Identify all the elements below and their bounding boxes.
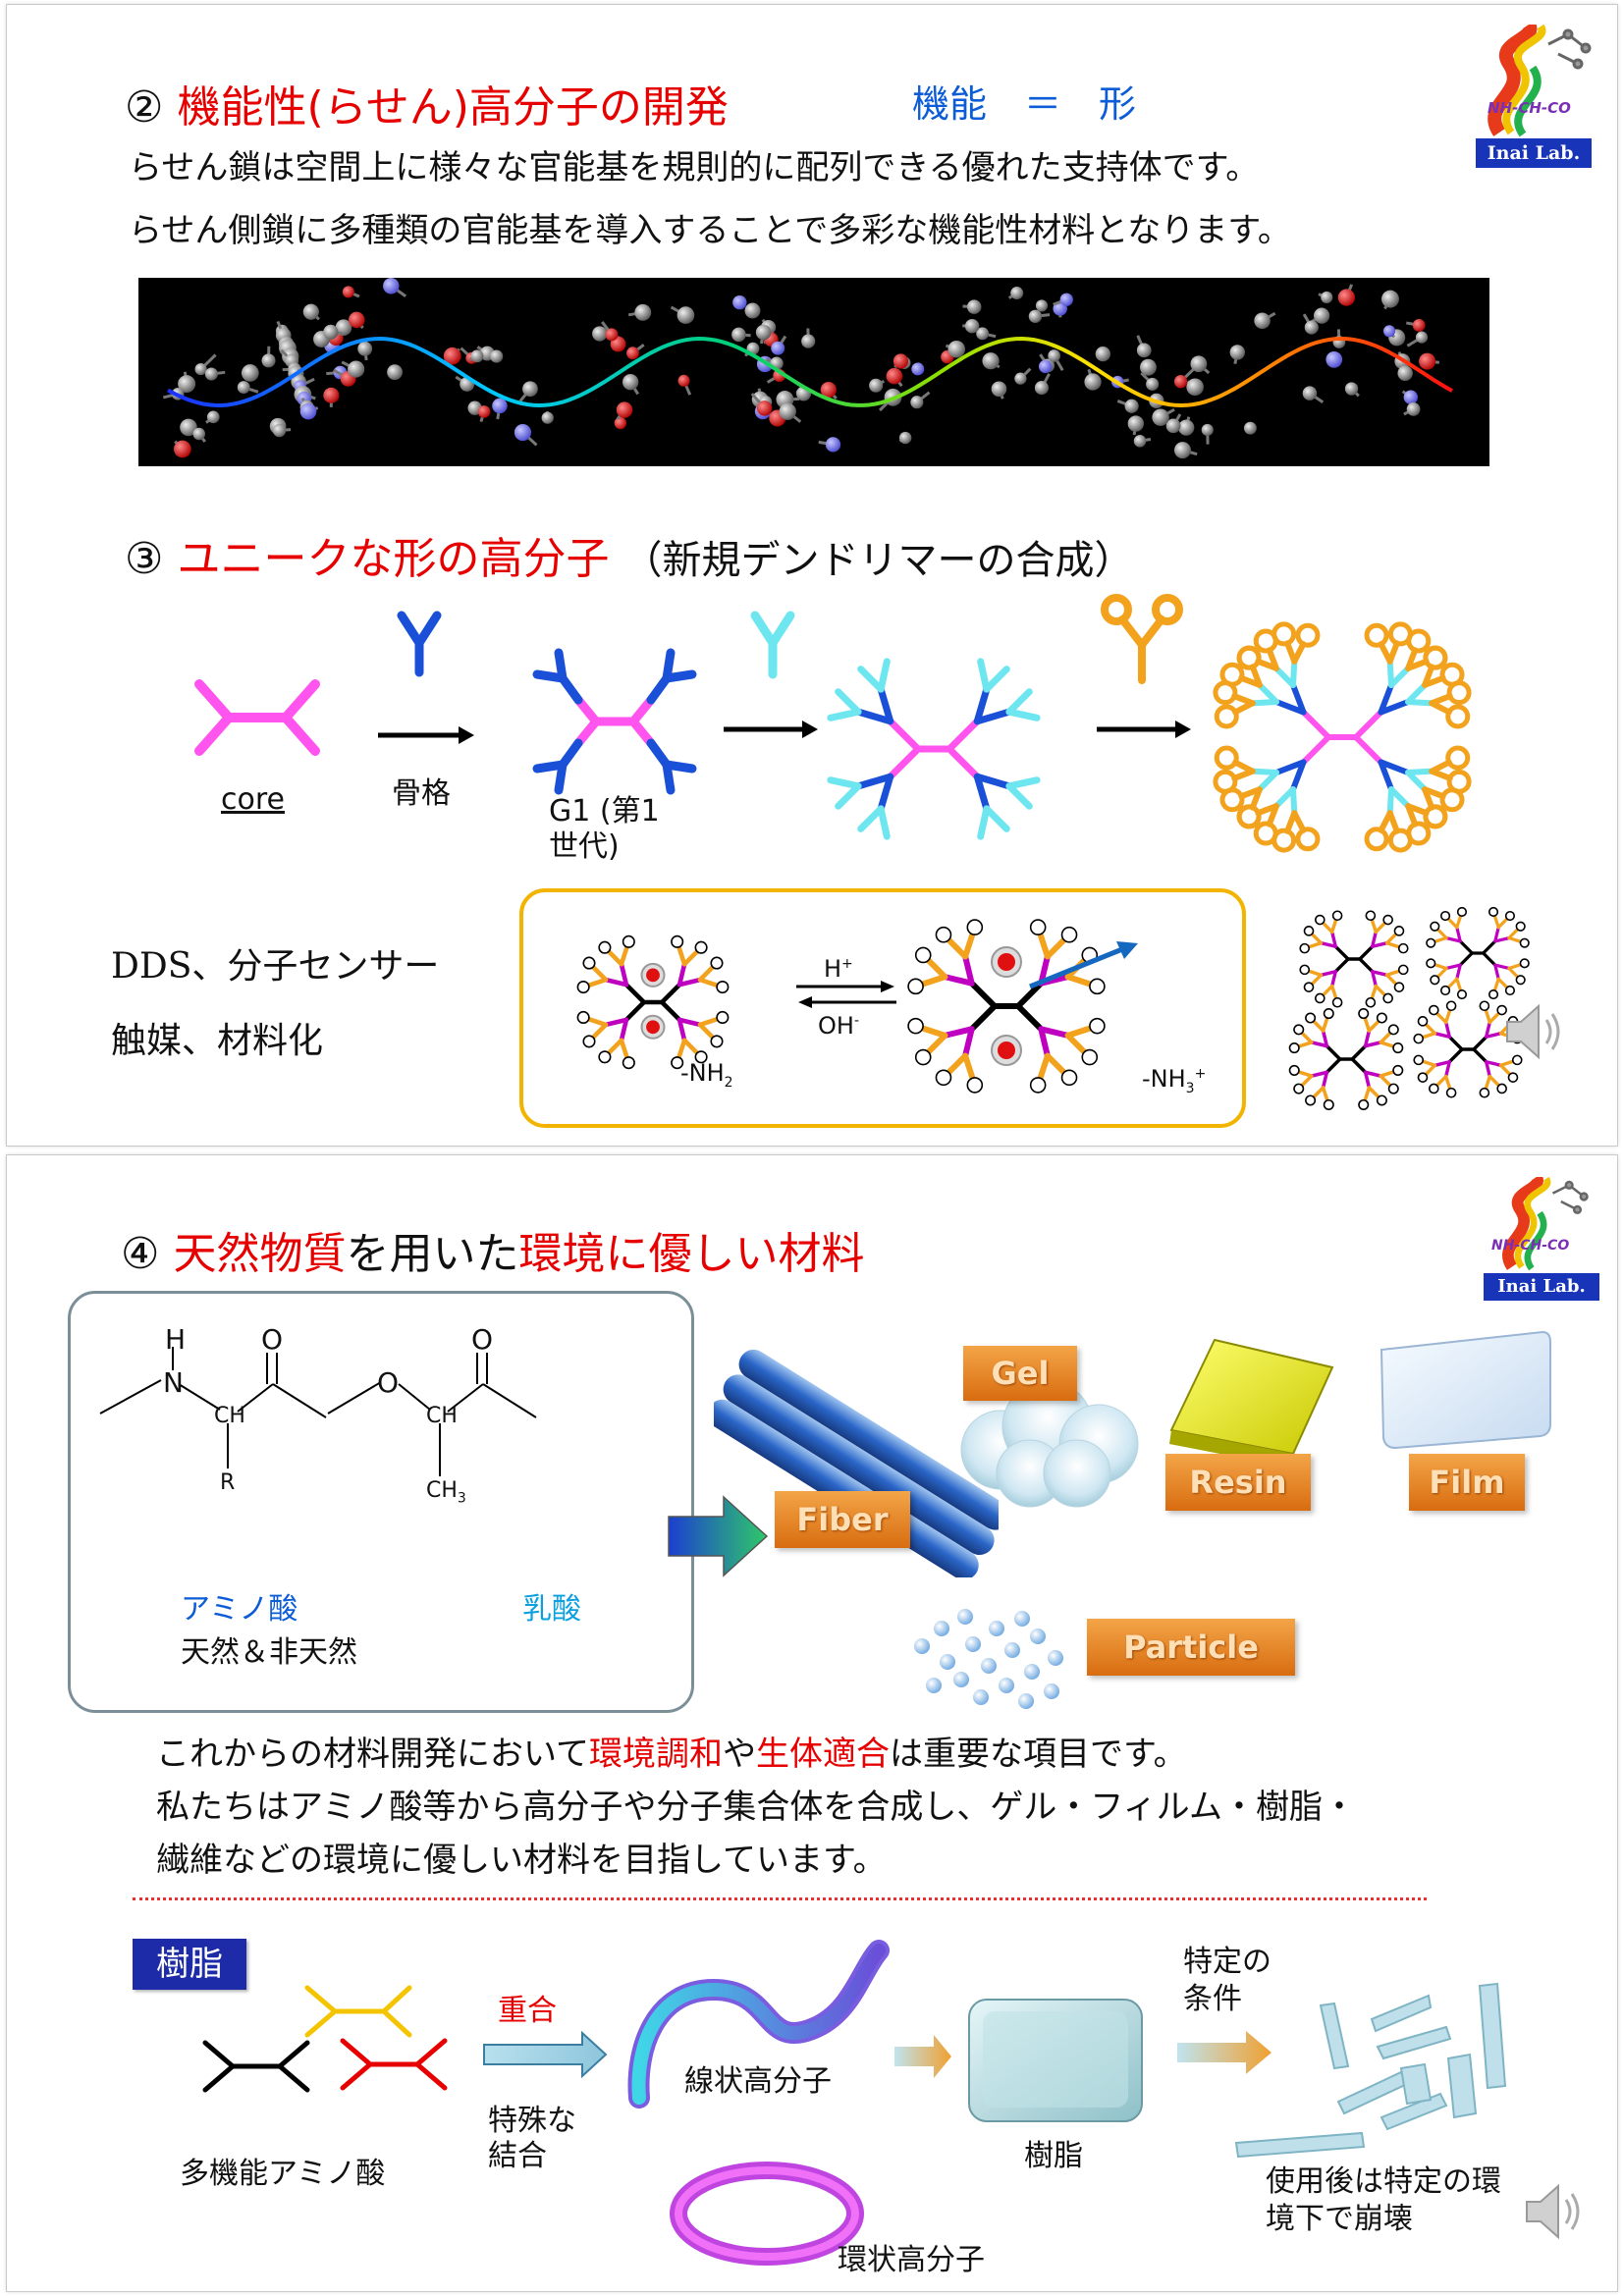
atom-o-carbonyl-1: O — [261, 1323, 284, 1356]
label-lactic-acid: 乳酸 — [522, 1592, 581, 1627]
slide-eco-materials: NH-CH-CO Inai Lab. ④ 天然物質を用いた環境に優しい材料 — [6, 1154, 1618, 2292]
inai-lab-logo-2: NH-CH-CO Inai Lab. — [1478, 1173, 1603, 1305]
gradient-arrow-icon — [668, 1495, 769, 1577]
atom-r: R — [220, 1470, 236, 1495]
section4-title-part1: 天然物質 — [173, 1229, 347, 1279]
monomer-structures-box: H N O CH R O O CH CH3 アミノ酸 天然＆非天然 乳酸 — [68, 1291, 694, 1713]
section4-number: ④ — [121, 1229, 160, 1279]
polymerize-arrow-icon — [483, 2030, 608, 2079]
dotted-divider — [133, 1897, 1427, 1900]
helix-molecule-icon — [162, 278, 1453, 459]
label-after-use-1: 使用後は特定の環 — [1266, 2164, 1501, 2199]
applications-line1: DDS、分子センサー — [111, 946, 440, 987]
logo-text: NH-CH-CO — [1488, 99, 1571, 117]
reaction-arrows — [378, 721, 1191, 744]
label-special-bond-1: 特殊な — [488, 2104, 576, 2138]
label-core: core — [221, 782, 285, 817]
atom-ch-2: CH — [426, 1404, 458, 1428]
label-h-plus: H+ — [824, 955, 853, 983]
fiber-rods-icon — [714, 1349, 999, 1577]
section3-heading: ③ ユニークな形の高分子 （新規デンドリマーの合成） — [125, 523, 1133, 586]
label-skeleton: 骨格 — [392, 776, 451, 811]
label-after-use-2: 境下で崩壊 — [1266, 2202, 1413, 2236]
section2-tagline: 機能 ＝ 形 — [912, 82, 1137, 126]
film-sheet-icon — [1380, 1330, 1551, 1450]
resin-section-badge: 樹脂 — [133, 1939, 246, 1990]
dds-mechanism-box: H+ OH- -NH2 -NH3+ — [519, 888, 1246, 1128]
g1-dendrimer-icon — [532, 648, 697, 795]
label-special-bond-2: 結合 — [488, 2139, 547, 2173]
label-linear-polymer: 線状高分子 — [684, 2064, 832, 2099]
arrow-to-degraded-icon — [1177, 2031, 1271, 2074]
section2-line1: らせん鎖は空間上に様々な官能基を規則的に配列できる優れた支持体です。 — [129, 148, 1260, 187]
section4-title-part2: を用いた — [346, 1229, 519, 1279]
tag-gel: Gel — [963, 1346, 1077, 1401]
section3-number: ③ — [125, 534, 164, 584]
gel-cloud-icon — [960, 1380, 1139, 1508]
tag-fiber: Fiber — [775, 1491, 910, 1548]
atom-ch-1: CH — [214, 1404, 245, 1428]
particles-icon — [914, 1609, 1063, 1709]
section3-title: ユニークな形の高分子 — [177, 534, 610, 584]
slide-functional-polymers: NH-CH-CO Inai Lab. ② 機能性(らせん)高分子の開発 機能 ＝… — [6, 4, 1618, 1147]
section2-line2: らせん側鎖に多種類の官能基を導入することで多彩な機能性材料となります。 — [129, 211, 1291, 250]
helix-logo-icon — [1502, 1173, 1589, 1271]
label-cyclic-polymer: 環状高分子 — [838, 2243, 985, 2277]
section4-heading: ④ 天然物質を用いた環境に優しい材料 — [121, 1218, 864, 1281]
label-oh-minus: OH- — [818, 1012, 859, 1040]
speaker-icon[interactable] — [1499, 996, 1570, 1067]
label-polymerize: 重合 — [498, 1994, 557, 2028]
yellow-monomer-icon — [304, 1985, 412, 2038]
section2-title: 機能性(らせん)高分子の開発 — [177, 82, 729, 133]
atom-h: H — [165, 1323, 187, 1356]
label-g1-line2: 世代) — [549, 829, 620, 864]
tag-film: Film — [1409, 1454, 1525, 1511]
body-line2: 私たちはアミノ酸等から高分子や分子集合体を合成し、ゲル・フィルム・樹脂・ — [156, 1788, 1356, 1827]
section2-heading: ② 機能性(らせん)高分子の開発 — [125, 72, 729, 134]
atom-ch3: CH3 — [426, 1478, 466, 1507]
speaker-icon-2[interactable] — [1519, 2176, 1590, 2247]
applications-line2: 触媒、材料化 — [111, 1021, 324, 1061]
logo-label: Inai Lab. — [1484, 1273, 1599, 1301]
label-g1-line1: G1 (第1 — [549, 794, 660, 828]
label-natural-unnatural: 天然＆非天然 — [181, 1635, 357, 1670]
dds-dendrimer-icon — [576, 919, 1138, 1094]
label-condition-2: 条件 — [1183, 1982, 1242, 2016]
body-line1: これからの材料開発において環境調和や生体適合は重要な項目です。 — [156, 1735, 1187, 1774]
chemical-structures-icon — [99, 1347, 537, 1476]
tag-particle: Particle — [1087, 1619, 1295, 1676]
atom-o-carbonyl-2: O — [471, 1323, 494, 1356]
g2-dendrimer-icon — [827, 658, 1041, 840]
degraded-fragments-icon — [1234, 1982, 1507, 2159]
helix-molecule-image — [138, 278, 1489, 466]
g3-dendrimer-icon — [1213, 621, 1472, 853]
dendrimer-synthesis-diagram — [194, 594, 1472, 853]
label-multifunctional-amino-acid: 多機能アミノ酸 — [180, 2157, 386, 2191]
orange-ring-skeleton-icon — [1101, 594, 1183, 684]
red-monomer-icon — [340, 2038, 448, 2091]
cyan-skeleton-icon — [750, 611, 795, 679]
resin-process-diagram — [202, 1940, 1507, 2266]
core-molecule-icon — [194, 679, 320, 756]
atom-o-ether: O — [377, 1366, 400, 1399]
label-resin: 樹脂 — [1024, 2139, 1083, 2173]
tag-resin: Resin — [1165, 1454, 1311, 1511]
logo-label: Inai Lab. — [1476, 138, 1592, 168]
atom-n: N — [163, 1366, 184, 1399]
label-nh2: -NH2 — [680, 1059, 733, 1091]
arrow-to-resin-icon — [894, 2035, 951, 2078]
logo-text: NH-CH-CO — [1491, 1238, 1570, 1254]
section2-number: ② — [125, 82, 164, 133]
section3-subtitle: （新規デンドリマーの合成） — [622, 538, 1134, 583]
black-monomer-icon — [202, 2040, 310, 2093]
helix-logo-icon — [1488, 21, 1592, 137]
label-nh3: -NH3+ — [1142, 1065, 1207, 1096]
body-line3: 繊維などの環境に優しい材料を目指しています。 — [156, 1841, 887, 1880]
label-amino-acid: アミノ酸 — [181, 1592, 298, 1627]
blue-skeleton-icon — [397, 611, 442, 677]
inai-lab-logo: NH-CH-CO Inai Lab. — [1470, 21, 1597, 172]
label-condition-1: 特定の — [1183, 1945, 1271, 1979]
section4-title-part3: 環境に優しい材料 — [518, 1229, 865, 1279]
